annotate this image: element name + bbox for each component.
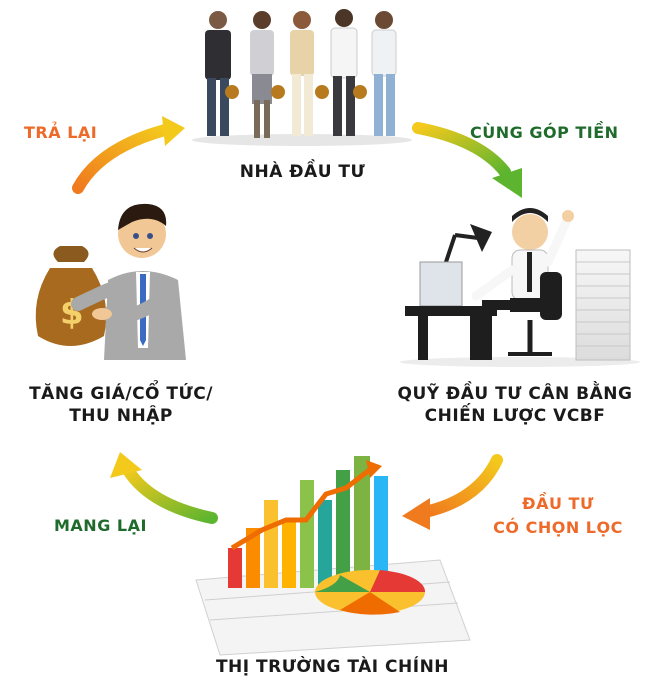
arrow-contribute [412, 122, 522, 198]
flow-invest-line1: ĐẦU TƯ [522, 494, 594, 513]
market-illustration [195, 456, 471, 656]
flow-invest-label: ĐẦU TƯ CÓ CHỌN LỌC [478, 492, 638, 540]
node-fund-line2: CHIẾN LƯỢC VCBF [424, 406, 606, 426]
arrow-bring [110, 452, 218, 524]
fund-manager-illustration [400, 208, 640, 367]
node-returns-line1: TĂNG GIÁ/CỔ TỨC/ [29, 384, 213, 404]
investors-illustration [192, 9, 412, 146]
flow-bring-label: MANG LẠI [54, 516, 147, 535]
node-fund-label: QUỸ ĐẦU TƯ CÂN BẰNG CHIẾN LƯỢC VCBF [370, 383, 660, 427]
flow-return-label: TRẢ LẠI [24, 123, 98, 142]
node-returns-label: TĂNG GIÁ/CỔ TỨC/ THU NHẬP [6, 383, 236, 427]
node-investors-label: NHÀ ĐẦU TƯ [239, 162, 366, 182]
flow-invest-line2: CÓ CHỌN LỌC [493, 518, 623, 537]
arrow-invest [402, 454, 503, 530]
arrow-return [72, 116, 185, 194]
businessman-illustration: $ [35, 203, 186, 360]
node-fund-line1: QUỸ ĐẦU TƯ CÂN BẰNG [397, 384, 633, 404]
flow-contribute-label: CÙNG GÓP TIỀN [470, 123, 619, 142]
node-returns-line2: THU NHẬP [69, 406, 173, 426]
node-market-label: THỊ TRƯỜNG TÀI CHÍNH [215, 657, 450, 677]
